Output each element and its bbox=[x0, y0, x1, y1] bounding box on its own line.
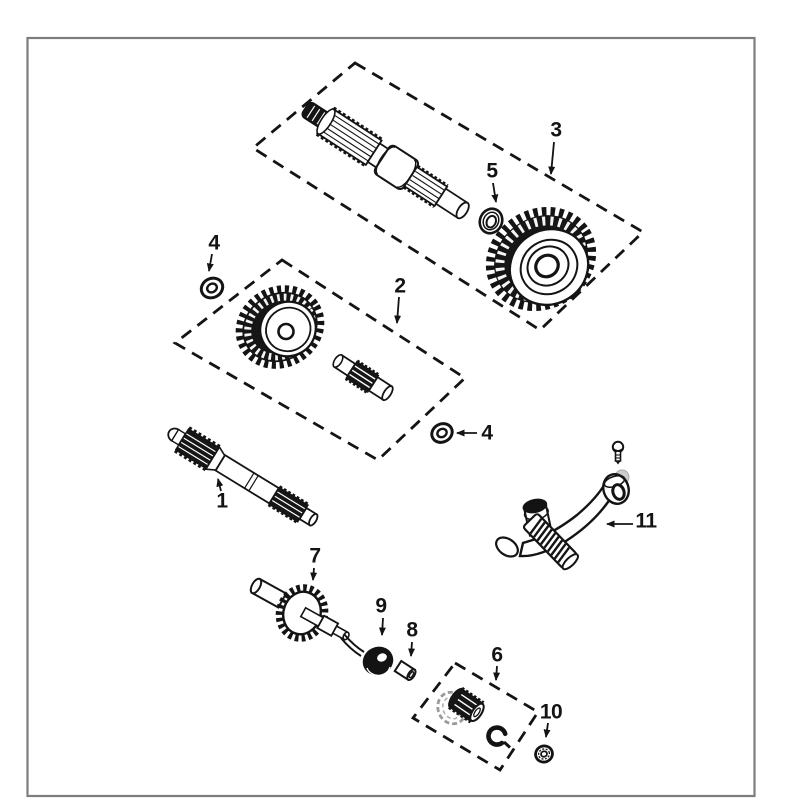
kick-lever-drawing bbox=[495, 440, 630, 571]
callout-arrow-7 bbox=[310, 567, 318, 581]
part-callout-2: 2 bbox=[394, 274, 406, 298]
washer-4a-drawing bbox=[199, 276, 225, 300]
part-callout-11: 11 bbox=[635, 509, 657, 533]
final-gear-drawing bbox=[485, 206, 597, 312]
counter-gear-drawing bbox=[235, 285, 325, 369]
part-callout-3: 3 bbox=[550, 118, 562, 142]
callout-arrow-8 bbox=[408, 641, 416, 657]
part-callout-9: 9 bbox=[375, 594, 387, 618]
kick-pinion-group-drawing bbox=[436, 686, 512, 749]
drive-shaft-drawing bbox=[167, 426, 319, 527]
part-callout-4a: 4 bbox=[208, 231, 220, 255]
washer-4b-drawing bbox=[430, 422, 454, 444]
group-box-2 bbox=[172, 258, 468, 462]
circlip-drawing bbox=[486, 725, 508, 747]
callout-arrow-3 bbox=[548, 141, 556, 175]
image-frame bbox=[26, 36, 756, 798]
group-box-6 bbox=[410, 661, 540, 772]
bushing-8-drawing bbox=[393, 659, 417, 682]
pedal-drawing bbox=[522, 513, 580, 571]
group-box-3 bbox=[250, 61, 646, 332]
washer-10-drawing bbox=[534, 744, 554, 764]
drive-pinion-drawing bbox=[332, 353, 394, 402]
lever-bolt-drawing bbox=[611, 440, 625, 465]
part-callout-4b: 4 bbox=[481, 421, 493, 445]
kick-spindle-drawing bbox=[249, 577, 350, 642]
part-callout-7: 7 bbox=[309, 544, 321, 568]
callout-arrow-9 bbox=[378, 617, 386, 636]
callout-arrow-10 bbox=[543, 722, 551, 738]
washer-5-drawing bbox=[478, 207, 504, 235]
part-callout-8: 8 bbox=[406, 618, 418, 642]
callout-arrow-5 bbox=[491, 182, 499, 203]
main-shaft-drawing bbox=[301, 101, 470, 220]
return-spring-drawing bbox=[340, 633, 394, 677]
part-callout-1: 1 bbox=[216, 489, 228, 513]
part-callout-10: 10 bbox=[539, 700, 563, 724]
callout-arrow-1 bbox=[216, 478, 224, 492]
callout-arrow-6 bbox=[493, 665, 501, 681]
callout-arrow-2 bbox=[394, 296, 402, 324]
part-callout-6: 6 bbox=[491, 643, 503, 667]
callout-arrow-4a bbox=[206, 253, 214, 272]
part-callout-5: 5 bbox=[486, 159, 498, 183]
